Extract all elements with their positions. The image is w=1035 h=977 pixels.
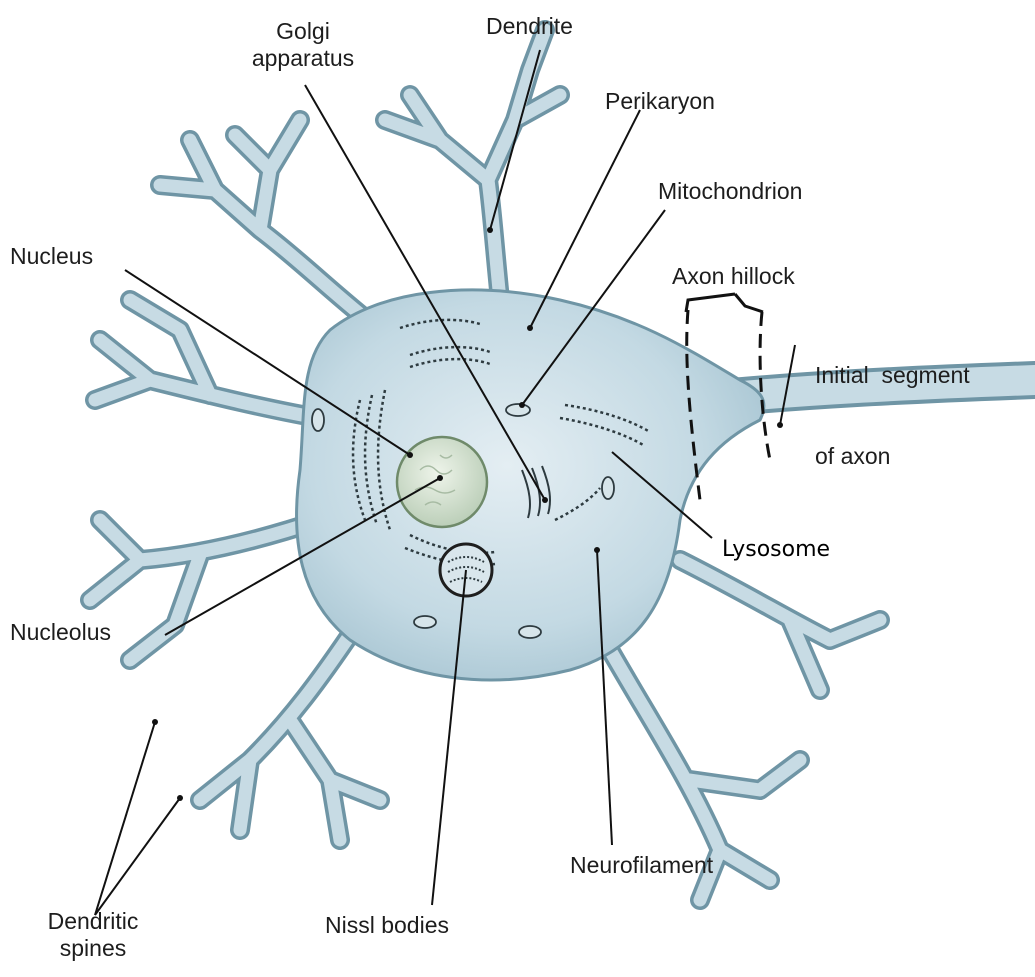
- label-nissl-bodies: Nissl bodies: [325, 912, 449, 939]
- label-neurofilament: Neurofilament: [570, 852, 713, 879]
- label-initial-segment-line1: Initial segment: [815, 362, 970, 389]
- label-golgi-line2: apparatus: [218, 45, 388, 72]
- label-dendritic-spines-line2: spines: [18, 935, 168, 962]
- label-dendritic-spines: Dendritic spines: [18, 908, 168, 962]
- nucleus-shape: [397, 437, 487, 527]
- label-dendritic-spines-line1: Dendritic: [18, 908, 168, 935]
- label-dendrite: Dendrite: [486, 13, 573, 40]
- label-initial-segment-line2: of axon: [815, 443, 970, 470]
- label-mitochondrion: Mitochondrion: [658, 178, 802, 205]
- label-nucleus: Nucleus: [10, 243, 93, 270]
- label-golgi-line1: Golgi: [218, 18, 388, 45]
- label-perikaryon: Perikaryon: [605, 88, 715, 115]
- label-axon-hillock: Axon hillock: [672, 263, 795, 290]
- label-initial-segment: Initial segment of axon: [815, 308, 970, 497]
- label-nucleolus: Nucleolus: [10, 619, 111, 646]
- label-golgi-apparatus: Golgi apparatus: [218, 18, 388, 72]
- label-lysosome: Lysosome: [722, 536, 830, 563]
